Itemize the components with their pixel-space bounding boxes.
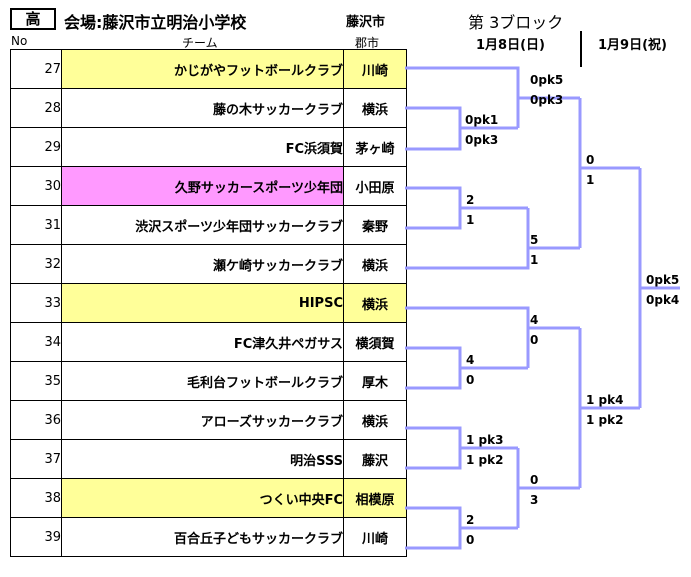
team-city: 横浜 [343,88,407,128]
bracket-line-r1-34-35 [405,346,528,390]
team-name: 毛利台フットボールクラブ [61,361,344,401]
team-number: 37 [10,439,62,479]
team-name: アローズサッカークラブ [61,400,344,440]
score-30-31-bottom: 1 [466,213,475,227]
category-badge: 高 [10,8,56,30]
score-36-37-top: 1 pk3 [466,433,504,447]
team-city: 秦野 [343,205,407,245]
column-header-no: No [11,34,28,48]
score-sf1-bottom: 1 [586,173,595,187]
score-33-top: 4 [530,313,539,327]
team-city: 茅ヶ崎 [343,127,407,167]
score-36-37-bottom: 1 pk2 [466,453,504,467]
team-name: 久野サッカースポーツ少年団 [61,166,344,206]
bracket-line-r2-27 [405,66,580,128]
score-qf-bottom-upper: 0 [530,473,539,487]
team-city: 横浜 [343,244,407,284]
date-separator [580,31,582,67]
bracket-line-r2-32 [405,208,580,270]
team-number: 28 [10,88,62,128]
score-qf-top-upper: 5 [530,233,539,247]
bracket-line-sf1 [578,98,640,248]
score-28-29-top: 0pk1 [465,113,499,127]
team-number: 36 [10,400,62,440]
score-28-29-bottom: 0pk3 [465,133,499,147]
score-sf2-bottom: 1 pk2 [586,413,624,427]
venue-title: 会場:藤沢市立明治小学校 [64,13,247,32]
venue-city: 藤沢市 [346,15,386,30]
score-27-top: 0pk5 [530,73,564,87]
date-day2: 1月9日(祝) [598,38,667,53]
bracket-line-r2-33 [405,306,580,368]
bracket-line-final [638,168,680,408]
team-name: かじがやフットボールクラブ [61,49,344,89]
column-header-city: 郡市 [355,36,380,50]
block-title: 第 3ブロック [468,13,564,32]
score-sf2-top: 1 pk4 [586,393,624,407]
bracket-line-r1-36-37 [405,426,518,470]
date-day1: 1月8日(日) [476,38,545,53]
bracket-line-r1-30-31 [405,186,528,230]
score-30-31-top: 2 [466,193,475,207]
team-city: 厚木 [343,361,407,401]
score-34-35-bottom: 0 [466,373,475,387]
score-sf1-top: 0 [586,153,595,167]
score-27-bottom: 0pk3 [530,93,564,107]
score-qf-bottom-lower: 3 [530,493,539,507]
team-city: 川崎 [343,49,407,89]
team-city: 小田原 [343,166,407,206]
team-city: 川崎 [343,517,407,557]
team-number: 38 [10,478,62,518]
score-qf-top-lower: 1 [530,253,539,267]
team-number: 32 [10,244,62,284]
team-name: FC浜須賀 [61,127,344,167]
bracket-line-r1-38-39 [405,506,518,550]
score-final-bottom: 0pk4 [646,293,680,307]
team-name: つくい中央FC [61,478,344,518]
bracket-line-sf2 [578,328,640,488]
team-name: 百合丘子どもサッカークラブ [61,517,344,557]
bracket-line-r2-bottom [516,448,580,528]
team-city: 相模原 [343,478,407,518]
score-38-39-top: 2 [466,513,475,527]
team-city: 横須賀 [343,322,407,362]
score-38-39-bottom: 0 [466,533,475,547]
team-number: 30 [10,166,62,206]
team-name: 明治SSS [61,439,344,479]
team-number: 39 [10,517,62,557]
score-33-bottom: 0 [530,333,539,347]
score-34-35-top: 4 [466,353,475,367]
bracket-line-r1-28-29 [405,106,518,151]
score-final-top: 0pk5 [646,273,680,287]
team-city: 横浜 [343,400,407,440]
column-header-team: チーム [182,36,218,50]
